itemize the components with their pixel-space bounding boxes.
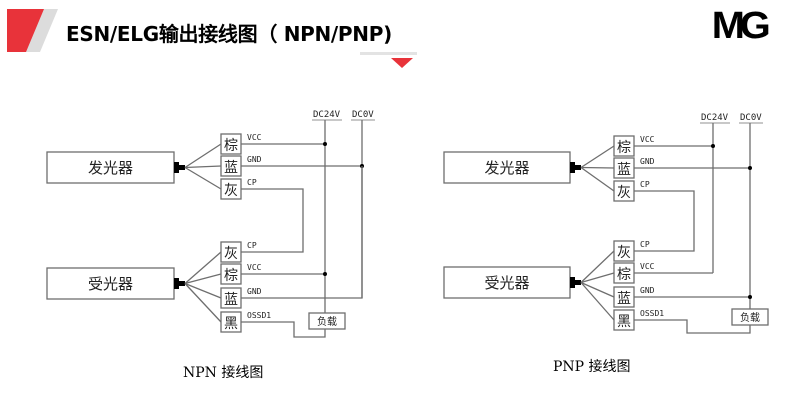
npn-receiver-signal-label: OSSD1 xyxy=(247,311,271,320)
pnp-dc24v-label: DC24V xyxy=(701,113,729,123)
npn-emitter-signal-label: VCC xyxy=(247,133,262,142)
pnp-emitter-signal-label: CP xyxy=(640,180,650,189)
npn-ossd1-wire xyxy=(241,321,326,338)
npn-receiver-connector-tip xyxy=(179,281,185,286)
npn-emitter-connector-icon xyxy=(174,162,179,173)
npn-emitter-connector-tip xyxy=(179,165,185,170)
pnp-receiver-fan-wire xyxy=(580,272,615,284)
pnp-emitter-connector-tip xyxy=(575,165,581,170)
npn-receiver-fan-wire xyxy=(184,273,222,285)
pnp-receiver-signal-label: GND xyxy=(640,286,655,295)
pnp-load-label: 负载 xyxy=(740,311,760,324)
npn-emitter-fan-wire xyxy=(184,165,222,169)
npn-emitter-label: 发光器 xyxy=(88,159,133,177)
triangle-down-icon xyxy=(391,58,413,68)
npn-receiver-wire-color-label: 黑 xyxy=(224,316,238,332)
pnp-emitter-connector-icon xyxy=(570,162,575,173)
pnp-receiver-signal-label: CP xyxy=(640,240,650,249)
pnp-emitter-wire-color-label: 灰 xyxy=(617,185,631,201)
junction-dot xyxy=(748,166,752,170)
pnp-receiver-wire-color-label: 棕 xyxy=(617,267,631,283)
junction-dot xyxy=(323,142,327,146)
npn-receiver-gnd-wire xyxy=(241,166,363,299)
junction-dot xyxy=(748,295,752,299)
pnp-emitter-box xyxy=(443,151,571,184)
npn-cp-link-wire xyxy=(241,188,304,253)
underline-bar xyxy=(360,52,417,55)
npn-emitter-fan-wire xyxy=(184,143,222,169)
npn-emitter-signal-label: CP xyxy=(247,178,257,187)
npn-receiver-wire-color-label: 灰 xyxy=(224,246,238,262)
npn-emitter-signal-label: GND xyxy=(247,155,262,164)
pnp-emitter-label: 发光器 xyxy=(484,159,529,177)
npn-receiver-wire-color-label: 蓝 xyxy=(224,292,238,308)
page-title: ESN/ELG输出接线图（ NPN/PNP) xyxy=(66,22,392,46)
npn-emitter-wire-color-label: 蓝 xyxy=(224,160,238,176)
pnp-emitter-fan-wire xyxy=(580,166,615,169)
pnp-receiver-connector-tip xyxy=(575,280,581,285)
pnp-dc0v-label: DC0V xyxy=(740,113,762,123)
npn-receiver-box xyxy=(46,267,175,300)
pnp-ossd1-wire xyxy=(634,319,751,334)
npn-receiver-label: 受光器 xyxy=(88,275,133,293)
pnp-caption: PNP 接线图 xyxy=(553,359,631,375)
npn-receiver-fan-wire xyxy=(184,282,222,299)
npn-receiver-signal-label: VCC xyxy=(247,263,262,272)
npn-receiver-signal-label: GND xyxy=(247,287,262,296)
npn-receiver-fan-wire xyxy=(184,283,222,323)
pnp-receiver-wire-color-label: 蓝 xyxy=(617,291,631,307)
pnp-emitter-wire-color-label: 蓝 xyxy=(617,162,631,178)
pnp-receiver-connector-icon xyxy=(570,277,575,288)
pnp-emitter-wire-color-label: 棕 xyxy=(617,140,631,156)
npn-load-box xyxy=(308,312,346,330)
pnp-receiver-wire-color-label: 黑 xyxy=(617,314,631,330)
npn-receiver-fan-wire xyxy=(184,251,222,284)
pnp-emitter-fan-wire xyxy=(580,166,615,192)
pnp-receiver-fan-wire xyxy=(580,282,615,321)
pnp-emitter-fan-wire xyxy=(580,145,615,169)
npn-load-label: 负载 xyxy=(317,315,337,328)
npn-receiver-connector-icon xyxy=(174,278,179,289)
npn-dc24v-label: DC24V xyxy=(313,110,341,120)
brand-logo: MG xyxy=(711,5,771,47)
pnp-receiver-label: 受光器 xyxy=(484,274,529,292)
pnp-emitter-signal-label: GND xyxy=(640,157,655,166)
pnp-receiver-fan-wire xyxy=(580,281,615,298)
npn-dc0v-label: DC0V xyxy=(352,110,374,120)
gray-accent-stripe xyxy=(26,9,58,52)
npn-emitter-wire-color-label: 灰 xyxy=(224,183,238,199)
npn-emitter-wire-color-label: 棕 xyxy=(224,138,238,154)
pnp-emitter-signal-label: VCC xyxy=(640,135,655,144)
npn-receiver-signal-label: CP xyxy=(247,241,257,250)
npn-emitter-fan-wire xyxy=(184,166,222,190)
junction-dot xyxy=(711,144,715,148)
npn-receiver-wire-color-label: 棕 xyxy=(224,268,238,284)
junction-dot xyxy=(323,272,327,276)
npn-caption: NPN 接线图 xyxy=(183,365,264,381)
pnp-receiver-signal-label: OSSD1 xyxy=(640,309,664,318)
pnp-receiver-fan-wire xyxy=(580,250,615,283)
pnp-receiver-wire-color-label: 灰 xyxy=(617,245,631,261)
npn-emitter-box xyxy=(46,151,175,184)
pnp-receiver-signal-label: VCC xyxy=(640,262,655,271)
header-decoration xyxy=(7,9,417,68)
pnp-cp-link-wire xyxy=(634,190,695,252)
